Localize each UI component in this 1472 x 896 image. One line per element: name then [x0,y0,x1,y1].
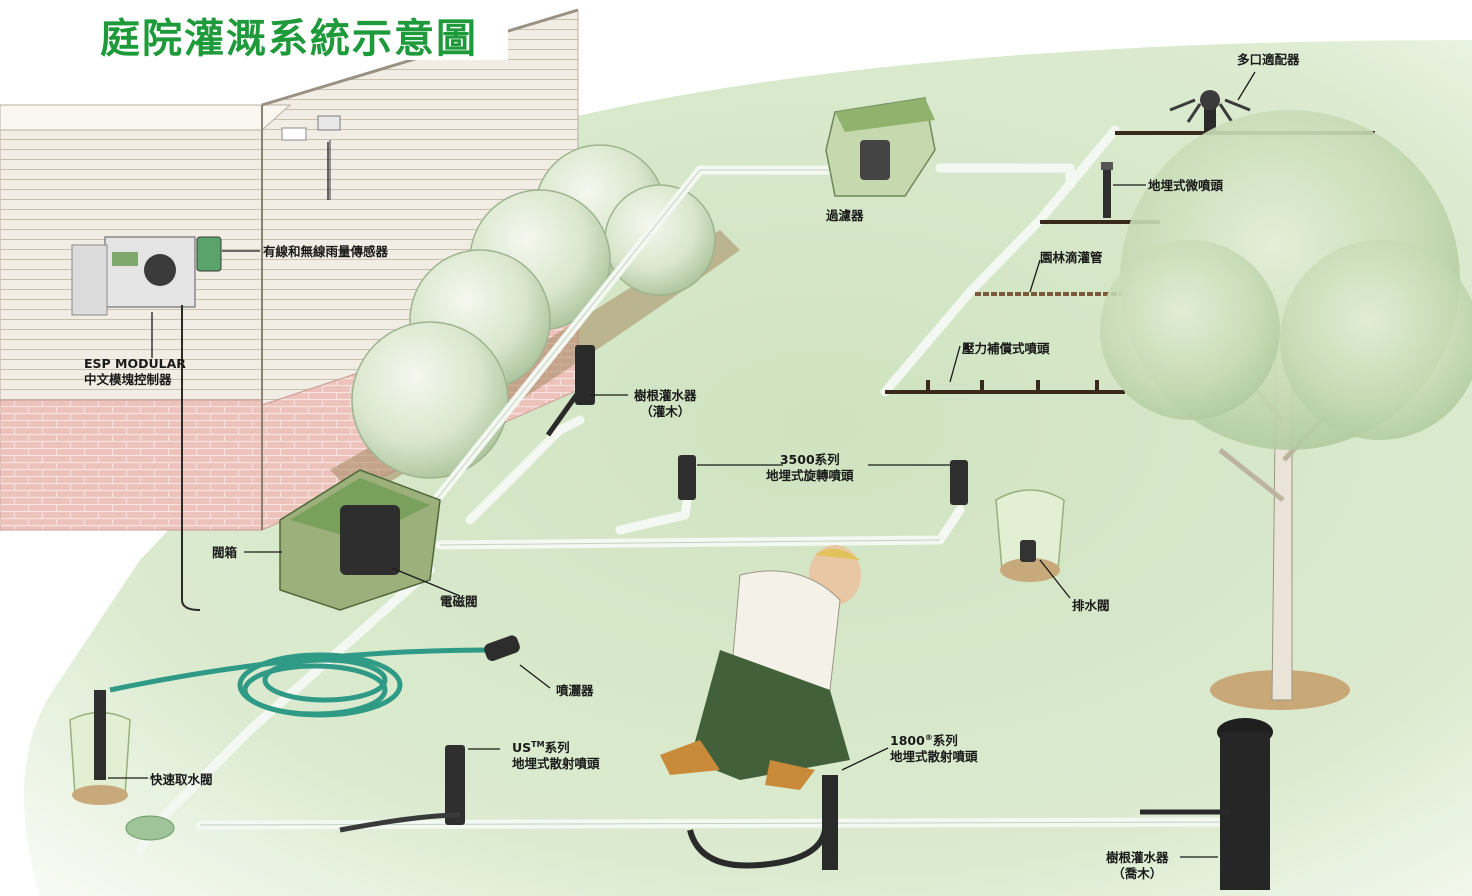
filter-box [825,97,936,197]
multi-outlet-adapter [1169,90,1251,132]
label-drain-valve: 排水閥 [1072,598,1110,613]
label-us-spray-line2: 地埋式散射噴頭 [512,756,600,771]
title-box [72,2,508,60]
spray-1800-head [687,775,838,870]
label-rotor-line2: 地埋式旋轉噴頭 [766,468,854,483]
root-waterer-shrub [545,345,595,437]
leader-lines [108,71,1256,858]
micro-spray-head [1101,162,1113,218]
hose-nozzle [484,635,520,661]
label-quick-coupler: 快速取水閥 [150,772,213,787]
quick-coupler [69,690,175,841]
label-filter: 過濾器 [826,208,864,223]
shrubs [351,144,716,479]
label-micro-spray: 地埋式微噴頭 [1148,178,1224,193]
label-spray-1800-line2: 地埋式散射噴頭 [890,749,978,764]
label-multi-outlet: 多口適配器 [1237,52,1300,67]
us-spray-head [339,745,465,833]
label-root-waterer-shrub-line1: 樹根灌水器 [634,388,697,403]
label-root-waterer-tree: 樹根灌水器 （喬木） [1106,850,1169,882]
label-root-waterer-shrub-line2: （灌木） [640,404,691,419]
label-spray-1800: 1800®系列 地埋式散射噴頭 [890,733,978,765]
label-root-waterer-tree-line1: 樹根灌水器 [1106,850,1169,865]
label-controller-line2: 中文模塊控制器 [84,372,172,387]
label-spray-1800-line1: 1800®系列 [890,732,958,748]
label-root-waterer-shrub: 樹根灌水器 （灌木） [634,388,697,420]
label-controller: ESP MODULAR 中文模塊控制器 [84,356,186,388]
label-pressure-compensating: 壓力補償式噴頭 [962,341,1050,356]
worker-figure [660,545,861,790]
drain-valve [995,489,1065,582]
label-root-waterer-tree-line2: （喬木） [1112,866,1163,881]
label-nozzle: 噴灑器 [556,683,594,698]
controller [71,236,222,611]
label-us-spray-line1: USTM系列 [512,739,570,755]
label-drip-line: 園林滴灌管 [1040,250,1103,265]
label-us-spray: USTM系列 地埋式散射噴頭 [512,740,600,772]
label-controller-line1: ESP MODULAR [84,356,186,371]
hose [109,647,491,718]
rotor-heads [678,455,968,505]
root-waterer-tree [1140,718,1273,890]
page-title: 庭院灌溉系統示意圖 [100,16,478,62]
rain-sensor [317,115,341,200]
label-solenoid-valve: 電磁閥 [440,594,478,609]
tree [1100,110,1472,710]
label-rotor-line1: 3500系列 [779,452,840,467]
label-rotor-3500: 3500系列 地埋式旋轉噴頭 [766,452,854,484]
valve-box [279,469,441,611]
label-valve-box: 閥箱 [212,545,238,560]
label-rain-sensor: 有線和無線雨量傳感器 [263,244,389,259]
